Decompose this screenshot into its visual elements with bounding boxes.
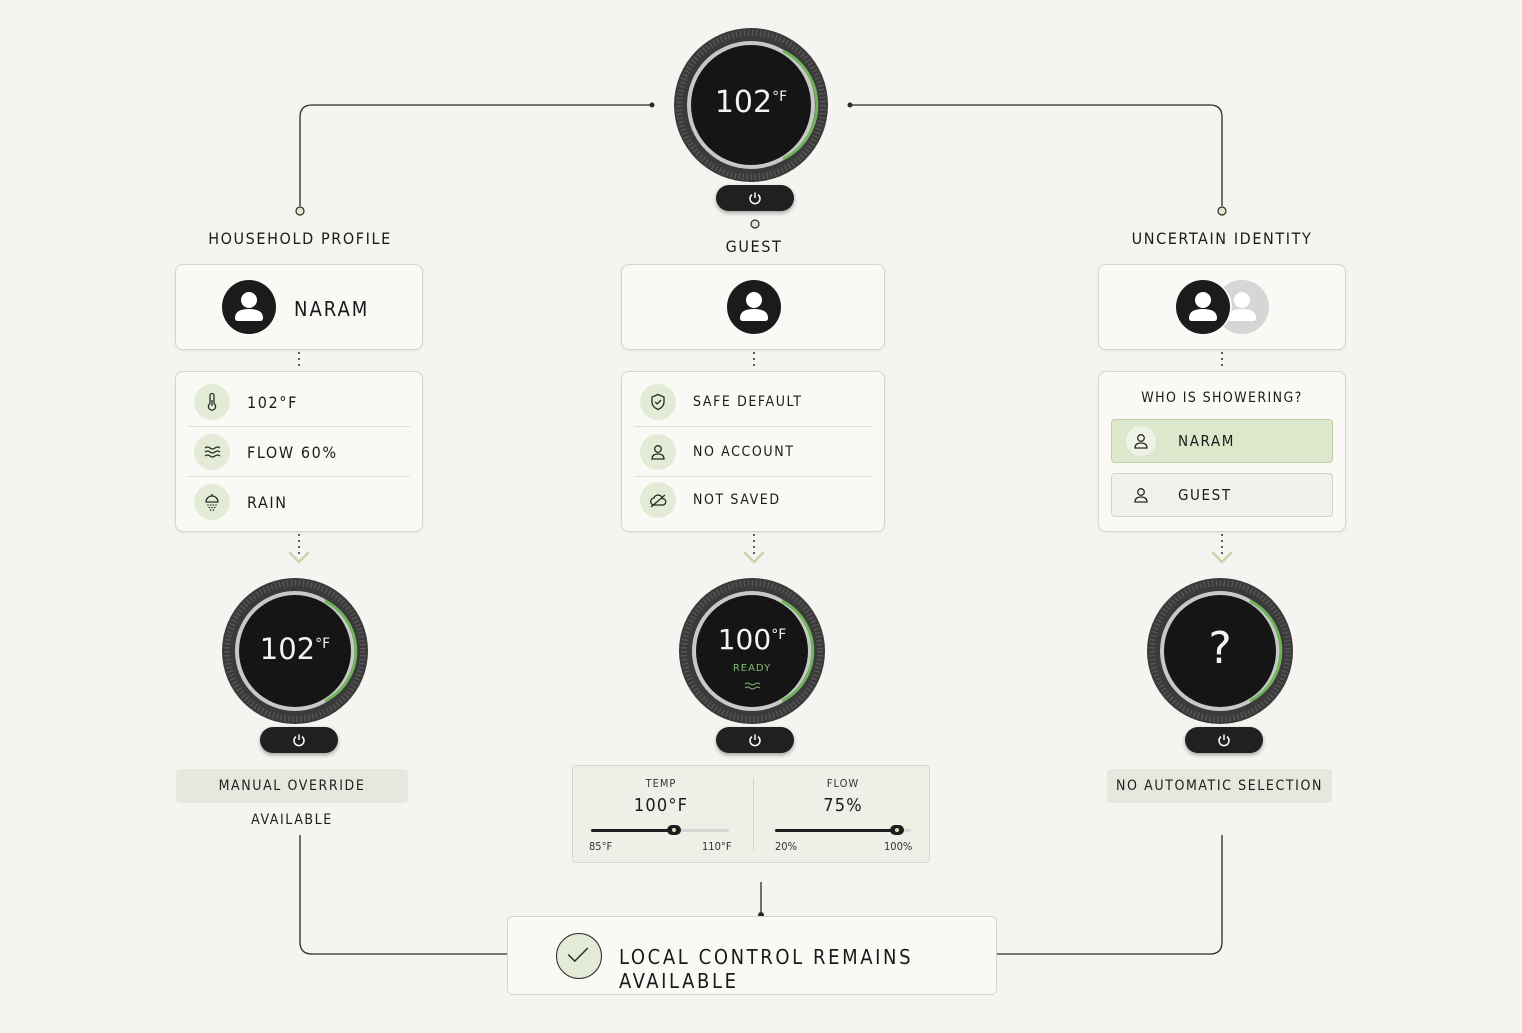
uncertain-identity-card <box>1098 264 1346 350</box>
guest-settings-card: SAFE DEFAULT NO ACCOUNT NOT SAVED <box>621 371 885 532</box>
setting-label: 102°F <box>247 392 298 412</box>
household-knob-temp: 102 <box>259 632 316 666</box>
flow-slider[interactable] <box>775 829 911 832</box>
manual-override-note: MANUAL OVERRIDE AVAILABLE <box>176 769 408 828</box>
person-icon <box>640 434 676 470</box>
household-knob-unit: °F <box>315 636 331 652</box>
temp-value: 100°F <box>633 795 689 816</box>
identity-picker-card: WHO IS SHOWERING? NARAM GUEST <box>1098 371 1346 532</box>
flow-slider-thumb[interactable] <box>890 825 905 835</box>
power-icon <box>1218 734 1230 747</box>
power-icon <box>293 734 305 747</box>
local-control-card: LOCAL CONTROL REMAINS AVAILABLE <box>507 916 997 995</box>
temp-max: 110°F <box>702 840 732 853</box>
option-naram[interactable]: NARAM <box>1111 419 1333 463</box>
top-knob-temp: 102 <box>714 85 773 120</box>
setting-row-safe-default: SAFE DEFAULT <box>640 378 803 426</box>
temp-label: TEMP <box>645 777 677 790</box>
cloud-off-icon <box>640 482 676 518</box>
household-power-button[interactable] <box>260 727 338 753</box>
top-thermostat-knob[interactable]: 102°F <box>673 27 829 183</box>
flow-slider-fill <box>775 829 898 832</box>
setting-label: NO ACCOUNT <box>693 444 795 460</box>
uncertain-power-button[interactable] <box>1185 727 1263 753</box>
setting-row-flow: FLOW 60% <box>194 428 338 476</box>
top-knob-unit: °F <box>772 89 788 105</box>
guest-manual-controls: TEMP 100°F 85°F 110°F FLOW 75% 20% 100% <box>572 765 930 863</box>
temp-slider[interactable] <box>591 829 729 832</box>
option-guest[interactable]: GUEST <box>1111 473 1333 517</box>
setting-label: NOT SAVED <box>693 492 781 508</box>
setting-label: SAFE DEFAULT <box>693 394 803 410</box>
guest-knob-unit: °F <box>771 627 787 643</box>
avatar <box>727 280 781 334</box>
shower-icon <box>194 484 230 520</box>
flow-max: 100% <box>884 840 913 853</box>
option-label: GUEST <box>1178 486 1232 504</box>
guest-thermostat-knob[interactable]: 100°F READY <box>678 577 826 725</box>
setting-row-rain: RAIN <box>194 478 288 526</box>
temp-slider-fill <box>591 829 674 832</box>
person-icon <box>740 292 768 321</box>
household-profile-card[interactable]: NARAM <box>175 264 423 350</box>
guest-profile-card[interactable] <box>621 264 885 350</box>
option-label: NARAM <box>1178 432 1235 450</box>
household-thermostat-knob[interactable]: 102°F <box>221 577 369 725</box>
avatar-primary <box>1176 280 1230 334</box>
no-automatic-selection-note: NO AUTOMATIC SELECTION <box>1107 769 1332 803</box>
local-control-label: LOCAL CONTROL REMAINS AVAILABLE <box>619 945 914 993</box>
flow-value: 75% <box>823 795 863 816</box>
person-icon <box>1189 292 1217 321</box>
divider <box>634 426 872 427</box>
power-icon <box>749 192 761 205</box>
flow-label: FLOW <box>826 777 860 790</box>
person-icon <box>1126 480 1156 510</box>
heading-household-profile: HOUSEHOLD PROFILE <box>208 229 392 248</box>
flow-waves-icon <box>744 682 761 690</box>
temp-min: 85°F <box>589 840 613 853</box>
guest-power-button[interactable] <box>716 727 794 753</box>
waves-icon <box>194 434 230 470</box>
setting-row-no-account: NO ACCOUNT <box>640 428 795 476</box>
setting-row-temp: 102°F <box>194 378 298 426</box>
guest-knob-temp: 100 <box>717 623 772 656</box>
person-icon <box>1126 426 1156 456</box>
setting-label: FLOW 60% <box>247 442 338 462</box>
profile-name: NARAM <box>294 297 370 321</box>
uncertain-thermostat-knob[interactable]: ? <box>1146 577 1294 725</box>
top-power-button[interactable] <box>716 185 794 211</box>
divider <box>188 426 410 427</box>
temp-slider-thumb[interactable] <box>666 825 681 835</box>
heading-uncertain-identity: UNCERTAIN IDENTITY <box>1131 229 1313 248</box>
flow-min: 20% <box>775 840 797 853</box>
person-icon <box>1228 292 1256 321</box>
uncertain-knob-symbol: ? <box>1208 623 1232 674</box>
household-settings-card: 102°F FLOW 60% RAIN <box>175 371 423 532</box>
divider <box>634 476 872 477</box>
divider <box>753 778 754 850</box>
guest-knob-status: READY <box>732 663 772 674</box>
setting-label: RAIN <box>247 492 288 512</box>
avatar <box>222 280 276 334</box>
check-circle-icon <box>556 933 602 979</box>
person-icon <box>235 292 263 321</box>
power-icon <box>749 734 761 747</box>
picker-question: WHO IS SHOWERING? <box>1141 390 1303 406</box>
heading-guest: GUEST <box>725 237 783 256</box>
thermometer-icon <box>194 384 230 420</box>
divider <box>188 476 410 477</box>
shield-icon <box>640 384 676 420</box>
setting-row-not-saved: NOT SAVED <box>640 476 781 524</box>
